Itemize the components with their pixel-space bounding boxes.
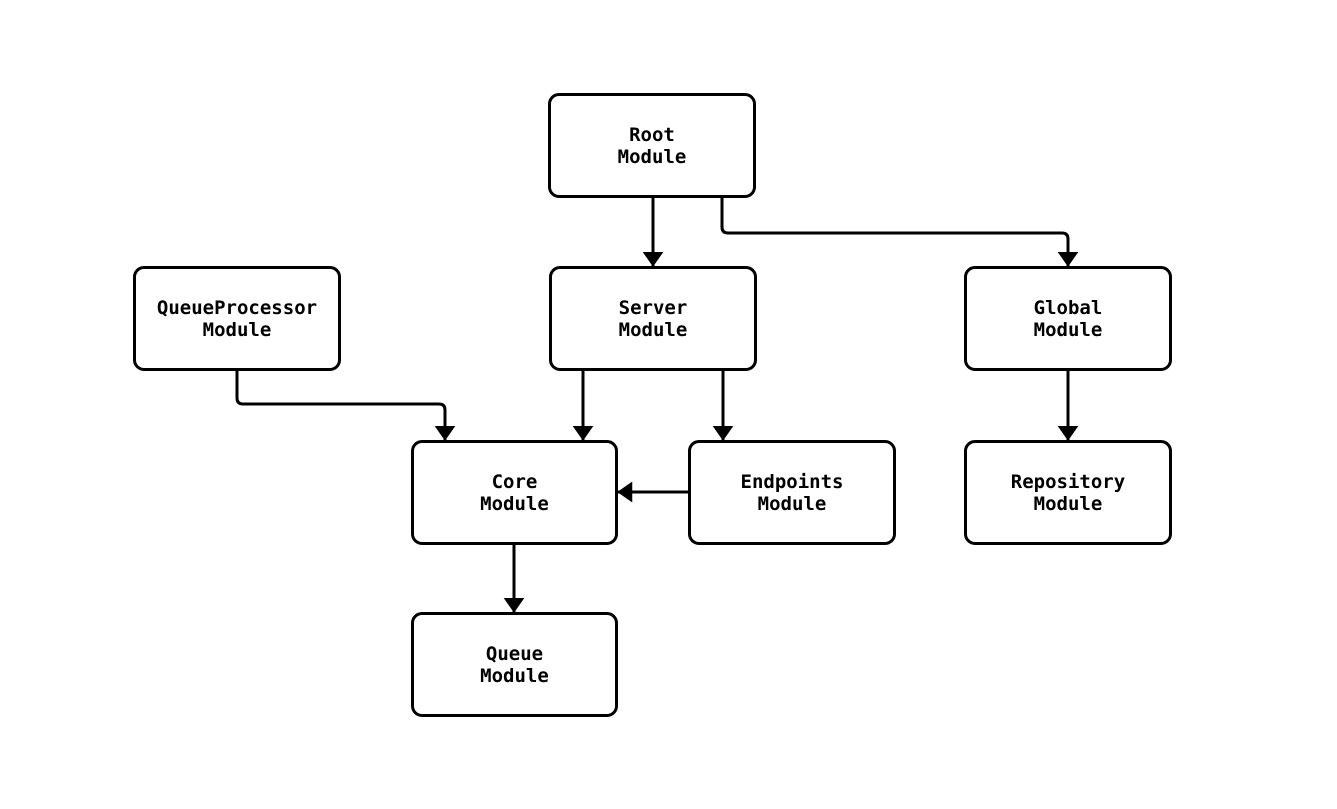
- node-label: Module: [1033, 318, 1103, 341]
- node-label: Root: [629, 123, 675, 146]
- node-core-module: Core Module: [411, 440, 618, 545]
- edge-root-to-global-arrow: [720, 198, 1079, 267]
- edge-queueprocessor-to-core-arrow: [235, 371, 456, 441]
- node-label: Module: [480, 664, 549, 687]
- node-label: Module: [618, 318, 688, 341]
- node-label: Queue: [485, 642, 544, 665]
- node-label: Module: [202, 318, 272, 341]
- node-label: Global: [1033, 296, 1103, 319]
- node-global-module: Global Module: [964, 266, 1172, 371]
- node-label: QueueProcessor: [156, 296, 318, 319]
- node-label: Module: [617, 145, 687, 168]
- node-queueprocessor-module: QueueProcessor Module: [133, 266, 341, 371]
- node-label: Module: [1033, 492, 1103, 515]
- node-label: Module: [757, 492, 827, 515]
- node-repository-module: Repository Module: [964, 440, 1172, 545]
- node-endpoints-module: Endpoints Module: [688, 440, 896, 545]
- node-root-module: Root Module: [548, 93, 756, 198]
- node-queue-module: Queue Module: [411, 612, 618, 717]
- node-label: Server: [618, 296, 688, 319]
- node-server-module: Server Module: [549, 266, 757, 371]
- node-label: Core: [491, 470, 538, 493]
- node-label: Module: [480, 492, 549, 515]
- node-label: Repository: [1010, 470, 1126, 493]
- node-label: Endpoints: [740, 470, 844, 493]
